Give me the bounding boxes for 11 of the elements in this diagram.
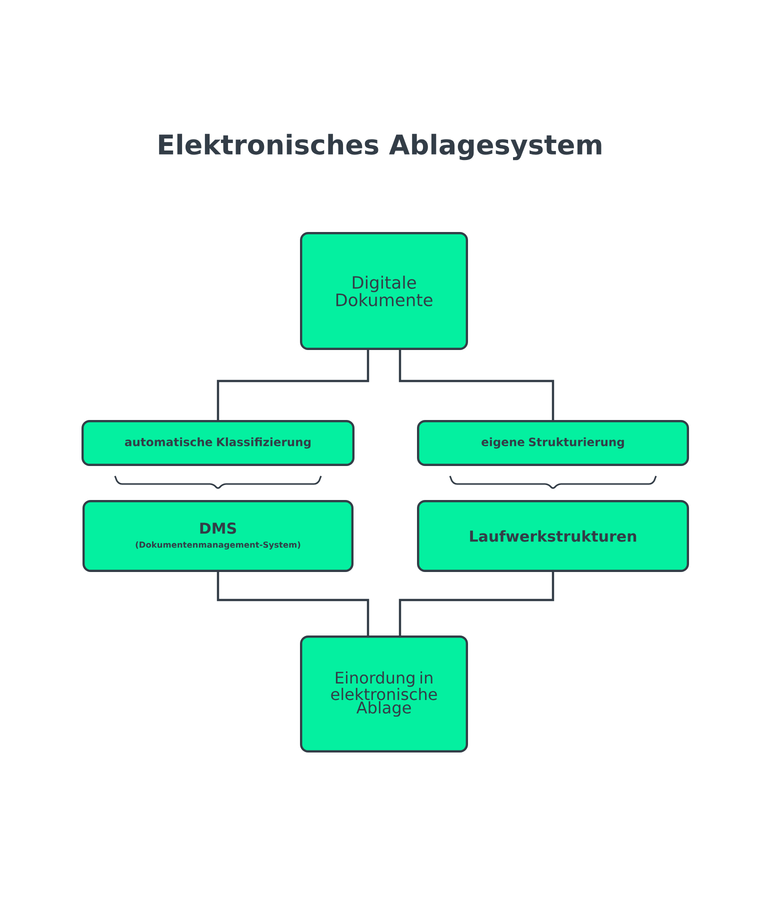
process-box: DMS (Dokumentenmanagement-System) bbox=[82, 500, 354, 572]
process-box: Laufwerkstrukturen bbox=[417, 500, 689, 572]
process-box: eigene Strukturierung bbox=[417, 420, 689, 466]
process-box: Digitale Dokumente bbox=[300, 232, 468, 350]
title: Elektronisches Ablagesystem bbox=[159, 134, 602, 160]
connector bbox=[216, 350, 370, 420]
process-box: automatische Klassifizierung bbox=[82, 420, 354, 466]
connector bbox=[398, 572, 554, 636]
connector bbox=[216, 572, 370, 636]
connector bbox=[398, 350, 554, 420]
process-box: Einordung in elektronische Ablage bbox=[300, 636, 468, 752]
